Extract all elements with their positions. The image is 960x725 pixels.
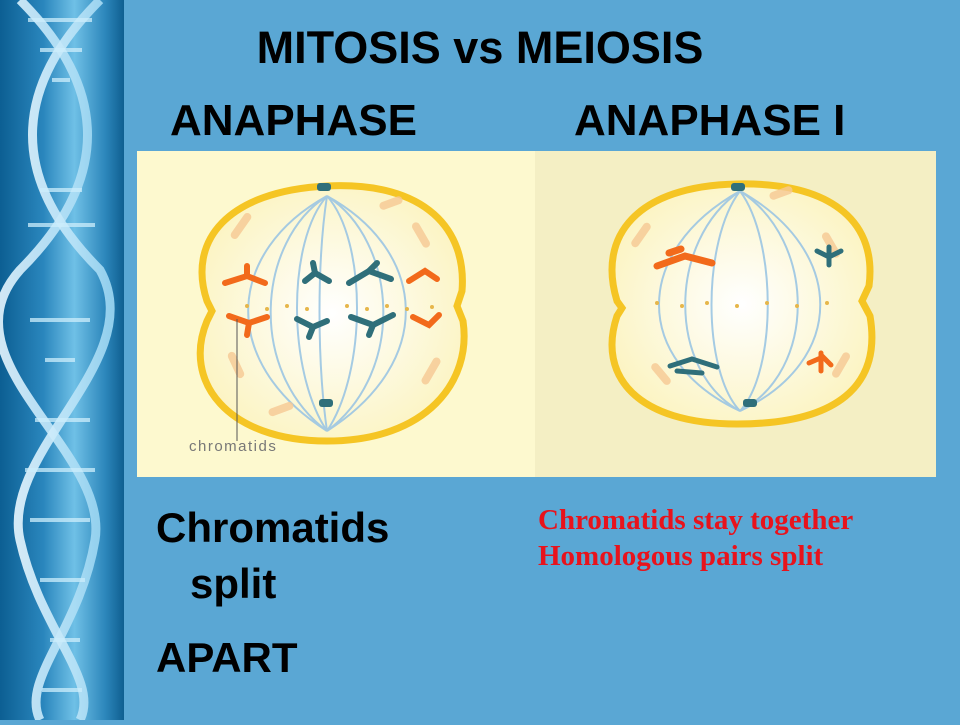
meiosis-phase-heading: ANAPHASE I [574,96,846,145]
caption-line-apart: APART [156,634,298,681]
dna-helix-icon [0,0,115,723]
chromatids-label: chromatids [189,438,277,455]
mitosis-phase-heading: ANAPHASE [170,96,417,145]
caption-line-split: split [190,560,277,607]
title-text: MITOSIS vs MEIOSIS [256,22,704,73]
dna-helix-decoration [0,0,124,723]
mitosis-cell: chromatids [189,182,468,455]
anaphase-comparison-diagram: chromatids [137,151,936,477]
meiosis-caption: Chromatids stay together Homologous pair… [538,502,853,574]
meiosis-cell [608,180,876,428]
caption-line-homologous: Homologous pairs split [538,540,824,572]
caption-line-chromatids: Chromatids [156,504,390,551]
slide-title: MITOSIS vs MEIOSIS [0,22,960,74]
mitosis-caption: Chromatids split APART [156,500,389,686]
caption-line-stay-together: Chromatids stay together [538,504,854,536]
